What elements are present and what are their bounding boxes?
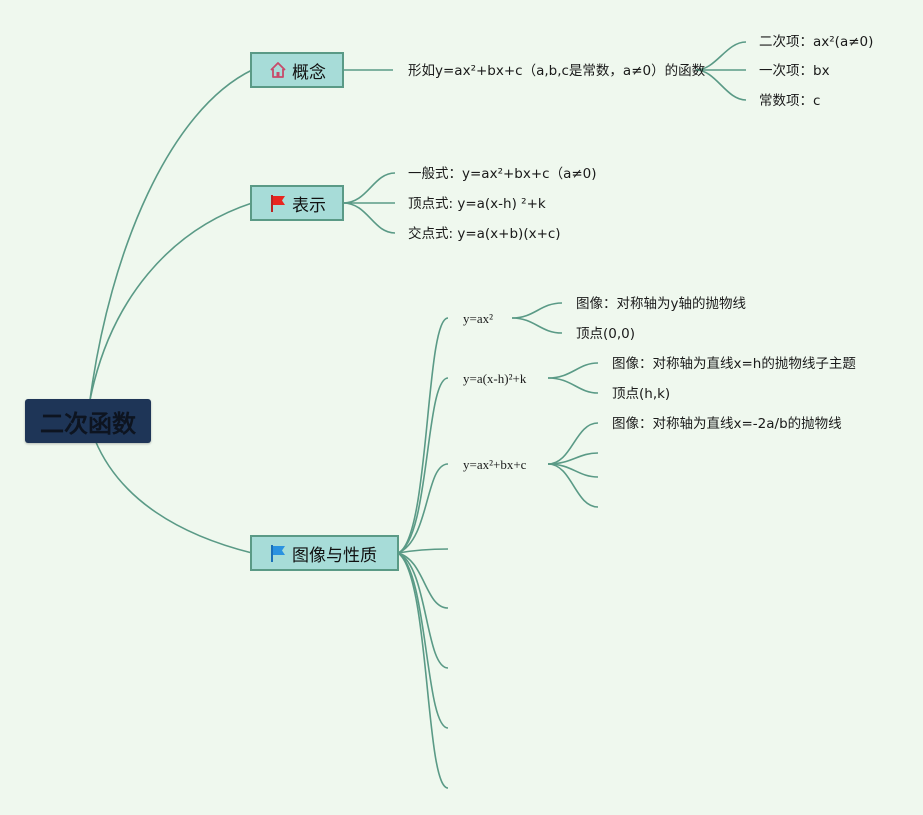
concept-definition-text: 形如y=ax²+bx+c（a,b,c是常数，a≠0）的函数 bbox=[408, 63, 706, 79]
topic-representation[interactable]: 表示 bbox=[250, 185, 344, 221]
graph-form-label: y=ax²+bx+c bbox=[463, 457, 527, 472]
concept-term-text: 一次项：bx bbox=[759, 63, 830, 79]
graph-form-label: y=ax² bbox=[463, 311, 493, 326]
link-form2-detail-1 bbox=[547, 362, 599, 379]
link-graph-empty-4 bbox=[397, 552, 449, 729]
graph-form-detail[interactable]: 顶点(h,k) bbox=[612, 385, 670, 403]
link-root-concept bbox=[89, 69, 253, 401]
graph-form-detail-text: 图像：对称轴为直线x=h的抛物线子主题 bbox=[612, 356, 856, 372]
link-rep-form-3 bbox=[342, 202, 396, 234]
representation-form-text: 顶点式: y=a(x-h) ²+k bbox=[408, 196, 546, 212]
concept-term[interactable]: 二次项：ax²(a≠0) bbox=[759, 33, 873, 51]
red-flag-icon bbox=[268, 193, 288, 213]
link-graph-empty-5 bbox=[397, 552, 449, 789]
representation-form[interactable]: 一般式：y=ax²+bx+c（a≠0) bbox=[408, 165, 597, 183]
graph-form[interactable]: y=ax² bbox=[463, 310, 493, 328]
concept-term-text: 常数项：c bbox=[759, 93, 821, 109]
link-form1-detail-1 bbox=[511, 302, 563, 319]
representation-form-text: 交点式: y=a(x+b)(x+c) bbox=[408, 226, 561, 242]
topic-representation-label: 表示 bbox=[292, 195, 326, 216]
root-topic-label: 二次函数 bbox=[40, 409, 136, 438]
graph-form-detail[interactable]: 图像：对称轴为y轴的抛物线 bbox=[576, 295, 746, 313]
link-graph-form-3 bbox=[397, 463, 449, 554]
topic-graph-label: 图像与性质 bbox=[292, 545, 377, 566]
graph-form[interactable]: y=ax²+bx+c bbox=[463, 456, 526, 474]
link-definition-term-1 bbox=[695, 41, 747, 71]
link-graph-empty-3 bbox=[397, 552, 449, 669]
graph-form-detail-text: 顶点(0,0) bbox=[576, 326, 636, 342]
concept-term[interactable]: 常数项：c bbox=[759, 92, 820, 110]
link-graph-empty-1 bbox=[397, 548, 449, 554]
topic-graph[interactable]: 图像与性质 bbox=[250, 535, 399, 571]
representation-form[interactable]: 交点式: y=a(x+b)(x+c) bbox=[408, 225, 561, 243]
link-definition-term-3 bbox=[695, 69, 747, 101]
connector-lines bbox=[89, 41, 747, 789]
link-graph-empty-2 bbox=[397, 552, 449, 609]
blue-flag-icon bbox=[268, 543, 288, 563]
graph-form-label: y=a(x-h)²+k bbox=[463, 371, 527, 386]
link-root-graph bbox=[94, 439, 253, 554]
link-form2-detail-2 bbox=[547, 377, 599, 394]
topic-concept[interactable]: 概念 bbox=[250, 52, 344, 88]
topic-concept-label: 概念 bbox=[292, 62, 326, 83]
graph-form-detail[interactable]: 图像：对称轴为直线x=h的抛物线子主题 bbox=[612, 355, 856, 373]
link-form3-detail-empty-3 bbox=[547, 463, 599, 508]
representation-form[interactable]: 顶点式: y=a(x-h) ²+k bbox=[408, 195, 546, 213]
link-graph-form-2 bbox=[397, 377, 449, 554]
representation-form-text: 一般式：y=ax²+bx+c（a≠0) bbox=[408, 166, 597, 182]
link-root-representation bbox=[89, 202, 253, 401]
concept-definition[interactable]: 形如y=ax²+bx+c（a,b,c是常数，a≠0）的函数 bbox=[408, 62, 705, 80]
link-graph-form-1 bbox=[397, 317, 449, 554]
link-rep-form-1 bbox=[342, 172, 396, 204]
graph-form-detail-text: 顶点(h,k) bbox=[612, 386, 671, 402]
graph-form-detail[interactable]: 顶点(0,0) bbox=[576, 325, 635, 343]
graph-form-detail[interactable]: 图像：对称轴为直线x=-2a/b的抛物线 bbox=[612, 415, 842, 433]
link-form3-detail-1 bbox=[547, 422, 599, 465]
root-topic[interactable]: 二次函数 bbox=[25, 399, 151, 443]
link-form1-detail-2 bbox=[511, 317, 563, 334]
house-icon bbox=[268, 60, 288, 80]
concept-term[interactable]: 一次项：bx bbox=[759, 62, 830, 80]
graph-form-detail-text: 图像：对称轴为直线x=-2a/b的抛物线 bbox=[612, 416, 842, 432]
concept-term-text: 二次项：ax²(a≠0) bbox=[759, 34, 874, 50]
graph-form[interactable]: y=a(x-h)²+k bbox=[463, 370, 526, 388]
graph-form-detail-text: 图像：对称轴为y轴的抛物线 bbox=[576, 296, 746, 312]
